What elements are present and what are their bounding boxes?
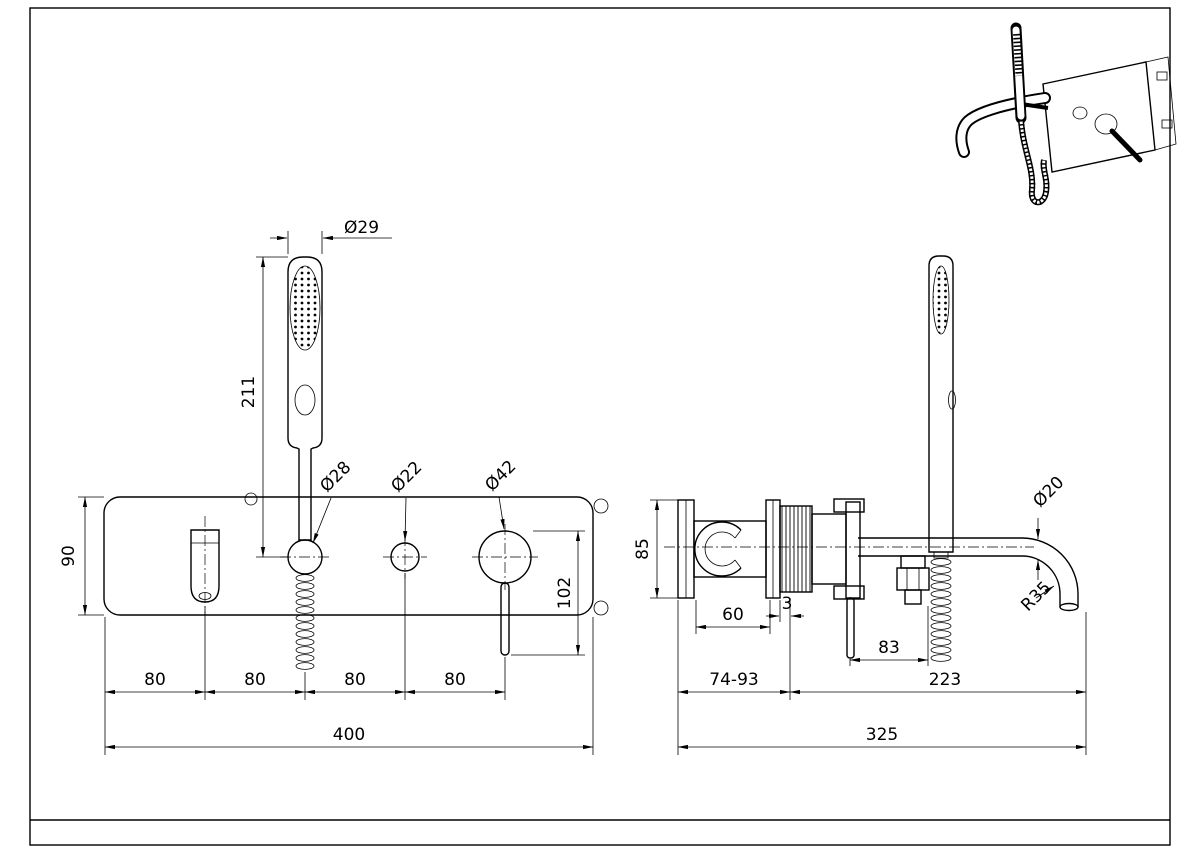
wall-plate [103, 492, 609, 616]
dim-text-102: 102 [555, 577, 575, 609]
handle-lever-front [500, 582, 510, 656]
label-spout-dia: Ø20 [1029, 473, 1068, 580]
spout-front [190, 516, 220, 614]
dim-text-90: 90 [59, 545, 79, 567]
dim-wand-height: 211 [239, 256, 288, 558]
label-text-r35: R35 [1017, 578, 1055, 616]
label-text-d20: Ø20 [1029, 473, 1068, 512]
small-knob-front [383, 535, 427, 579]
diverter-button-icon [948, 390, 956, 410]
dim-handle-length: 83 [849, 606, 929, 666]
dim-spacing-chain: 80 80 80 80 [104, 573, 594, 755]
label-spout-radius: R35 [1017, 578, 1055, 616]
dim-text-325: 325 [866, 725, 898, 745]
dim-spout-reach: 223 [789, 612, 1087, 755]
dim-handle-drop: 102 [511, 530, 585, 656]
hose-union-side [896, 555, 930, 605]
iso-large-knob [1094, 113, 1118, 135]
iso-spray-texture [1013, 33, 1023, 77]
dim-text-80-2: 80 [244, 670, 266, 690]
hand-shower-side [928, 255, 956, 559]
dim-text-223: 223 [929, 670, 961, 690]
dim-text-83: 83 [878, 638, 900, 658]
clamp-bottom [833, 585, 865, 600]
side-view: 85 60 3 83 74-93 223 325 Ø20 [633, 255, 1087, 755]
dim-plate-width: 400 [104, 725, 594, 750]
front-view: 90 211 Ø29 Ø28 Ø22 Ø42 102 [59, 218, 609, 755]
clamp-top [833, 498, 865, 513]
dim-wall-depth-range: 74-93 [677, 600, 791, 755]
hand-shower-front [287, 256, 323, 541]
spray-face-icon [932, 265, 950, 335]
screw-hole-icon [244, 492, 258, 506]
label-large-knob-dia: Ø42 [481, 457, 520, 530]
spray-face-icon [289, 265, 321, 351]
spout-side [858, 537, 1079, 612]
hose-side [930, 558, 952, 662]
dim-plate-height: 90 [59, 496, 104, 616]
wand-logo-oval [294, 384, 316, 416]
dim-body-width: 60 [695, 600, 771, 634]
dim-text-d29: Ø29 [344, 218, 379, 238]
iso-bracket [1145, 56, 1177, 151]
dim-text-60: 60 [722, 605, 744, 625]
dim-text-80-3: 80 [344, 670, 366, 690]
dim-total-depth: 325 [677, 725, 1087, 750]
dim-plate-thickness: 3 [766, 594, 804, 622]
sheet-border [29, 7, 1171, 846]
label-text-d22: Ø22 [387, 458, 426, 497]
large-knob-front [472, 524, 538, 656]
dim-body-height: 85 [633, 499, 678, 599]
isometric-view [955, 22, 1177, 206]
dim-text-400: 400 [333, 725, 365, 745]
dim-text-74-93: 74-93 [709, 670, 758, 690]
mount-hole-icon [593, 498, 609, 514]
label-text-d28: Ø28 [316, 458, 355, 497]
handle-lever-side [846, 597, 855, 659]
dim-text-80-4: 80 [444, 670, 466, 690]
dim-text-211: 211 [239, 376, 259, 408]
mount-hole-icon [593, 600, 609, 616]
label-small-knob-dia: Ø22 [387, 458, 426, 542]
threaded-body-side [664, 498, 1034, 659]
wall-bracket-side [677, 499, 781, 599]
hose-front [295, 574, 315, 670]
dim-text-3: 3 [782, 594, 793, 614]
label-text-d42: Ø42 [481, 457, 520, 496]
iso-small-knob [1072, 106, 1088, 120]
label-holder-dia: Ø28 [312, 458, 355, 544]
dim-handshower-width: Ø29 [270, 218, 392, 254]
dim-text-80-1: 80 [144, 670, 166, 690]
dim-text-85: 85 [633, 538, 653, 560]
iso-lever [1109, 128, 1143, 163]
